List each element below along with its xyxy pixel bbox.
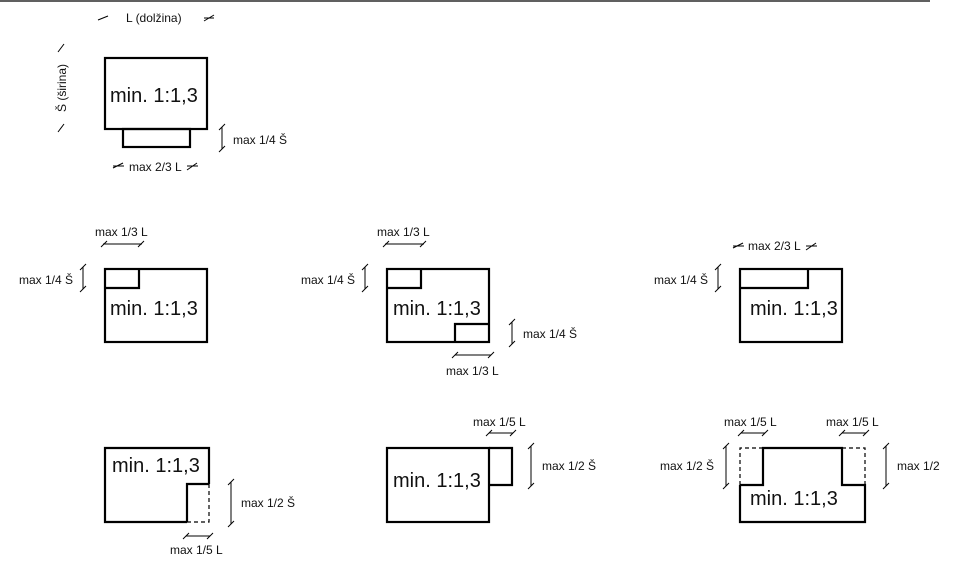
annex-length-label: max 2/3 L [748, 239, 801, 253]
diagram-wide-top-annex: max 2/3 L max 1/4 Š min. 1:1,3 [654, 239, 844, 344]
annex-depth-label: max 1/4 Š [301, 272, 355, 287]
annex-length-label: max 1/5 L [473, 415, 526, 429]
diagram-corner-annex: max 1/3 L max 1/4 Š min. 1:1,3 [19, 225, 209, 344]
diagram-two-corner-annexes: max 1/3 L max 1/4 Š min. 1:1,3 max 1/4 Š… [301, 225, 577, 378]
annex-length-label: max 1/3 L [377, 225, 430, 239]
main-plot [385, 267, 491, 344]
annex-depth-label: max 1/2 Š [241, 495, 295, 510]
diagram-side-annex: max 1/5 L min. 1:1,3 max 1/2 Š [385, 415, 596, 524]
main-plot [738, 267, 844, 344]
annex-length-label: max 1/3 L [446, 364, 499, 378]
annex-corner [105, 269, 141, 290]
annex-inset [185, 482, 209, 522]
annex-depth-label: max 1/4 Š [233, 132, 287, 147]
annex-depth-label: max 1/4 Š [654, 272, 708, 287]
annex-depth-label: max 1/4 Š [19, 272, 73, 287]
notch-right-outline [842, 447, 866, 485]
annex-top [740, 269, 810, 290]
diagram-inset-corner: min. 1:1,3 max 1/2 Š max 1/5 L [103, 446, 295, 557]
ratio-label: min. 1:1,3 [393, 470, 481, 492]
notch-left-outline [739, 447, 763, 485]
main-plot [738, 446, 867, 524]
ratio-label: min. 1:1,3 [750, 488, 838, 510]
width-label: Š (širina) [54, 64, 69, 112]
annex-depth-label: max 1/2 Š [542, 458, 596, 473]
length-label: L (dolžina) [126, 11, 182, 25]
ratio-label: min. 1:1,3 [393, 298, 481, 320]
ratio-label: min. 1:1,3 [110, 85, 198, 107]
annex-depth-label: max 1/2 Š [660, 458, 714, 473]
diagram-base-plot: L (dolžina) Š (širina) min. 1:1,3 max 1/… [54, 11, 287, 174]
diagram-two-notches: max 1/5 L max 1/5 L max 1/2 Š min. 1:1,3… [660, 415, 940, 524]
annex-side [489, 446, 514, 487]
annex-depth-label: max 1/4 Š [523, 326, 577, 341]
annex-depth-label: max 1/2 [897, 459, 940, 473]
annex-length-label: max 1/3 L [95, 225, 148, 239]
ratio-label: min. 1:1,3 [110, 298, 198, 320]
annex-length-label: max 1/5 L [826, 415, 879, 429]
main-plot [103, 446, 211, 524]
annex-inset-outline [187, 484, 210, 523]
annex-length-label: max 2/3 L [129, 160, 182, 174]
main-plot [103, 267, 209, 344]
annex-bottom [121, 127, 192, 149]
annex-length-label: max 1/5 L [724, 415, 777, 429]
ratio-label: min. 1:1,3 [112, 455, 200, 477]
annex-corner-top [387, 269, 423, 290]
annex-length-label: max 1/5 L [170, 543, 223, 557]
annex-corner-bottom [453, 322, 489, 342]
ratio-label: min. 1:1,3 [750, 298, 838, 320]
